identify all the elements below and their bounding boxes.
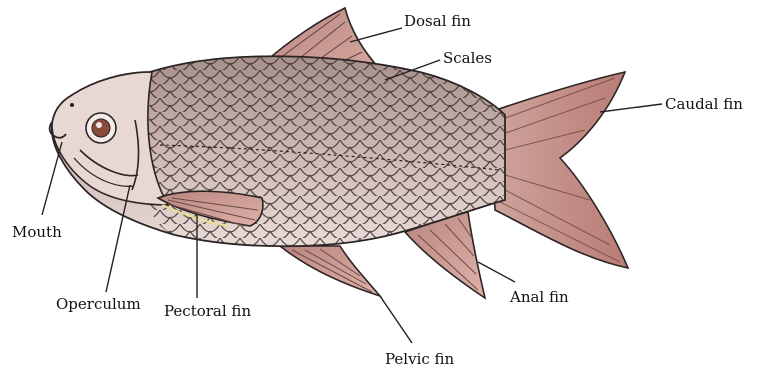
label-operculum: Operculum (56, 297, 141, 312)
mouth-leader (42, 142, 62, 215)
dorsal-fin-leader (350, 28, 402, 42)
label-dorsal-fin: Dosal fin (404, 14, 471, 29)
caudal-fin-leader (600, 104, 662, 112)
label-caudal-fin: Caudal fin (665, 97, 743, 112)
label-scales: Scales (443, 51, 492, 66)
label-mouth: Mouth (12, 225, 62, 240)
label-anal-fin: Anal fin (510, 290, 569, 305)
caudal-fin-shape (490, 72, 628, 268)
label-pectoral-fin: Pectoral fin (164, 304, 251, 319)
pelvic-fin-leader (380, 296, 412, 343)
label-pelvic-fin: Pelvic fin (385, 352, 454, 367)
anal-fin-leader (478, 262, 515, 282)
